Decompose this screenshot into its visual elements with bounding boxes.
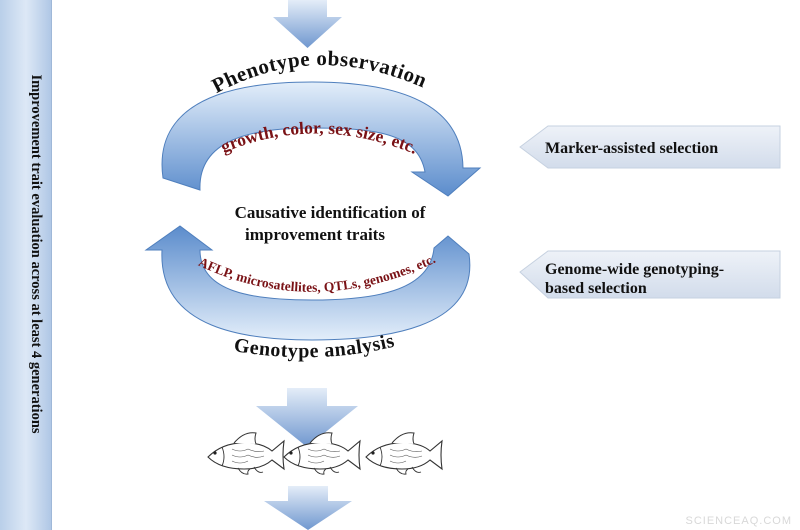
marker-assisted-callout <box>519 125 781 169</box>
genome-wide-label-line1: Genome-wide genotyping- <box>545 261 724 278</box>
down-arrow-middle <box>256 388 358 447</box>
fish-illustration <box>365 432 443 475</box>
causative-identification-line2: improvement traits <box>245 225 385 244</box>
marker-assisted-label: Marker-assisted selection <box>545 140 718 157</box>
down-arrow-bottom <box>264 486 352 530</box>
sidebar-label: Improvement trait evaluation across at l… <box>28 74 44 433</box>
fish-group <box>207 432 443 475</box>
fish-illustration <box>207 432 285 475</box>
fish-illustration <box>283 432 361 475</box>
down-arrow-top <box>273 0 342 48</box>
genome-wide-callout <box>519 250 781 299</box>
genotype-arc-arrow <box>144 225 471 341</box>
sidebar-arrow <box>0 0 52 530</box>
watermark: SCIENCEAQ.COM <box>685 515 792 527</box>
genome-wide-label-line2: based selection <box>545 280 647 297</box>
phenotype-arc-arrow <box>161 81 482 197</box>
causative-identification-line1: Causative identification of <box>235 203 426 222</box>
